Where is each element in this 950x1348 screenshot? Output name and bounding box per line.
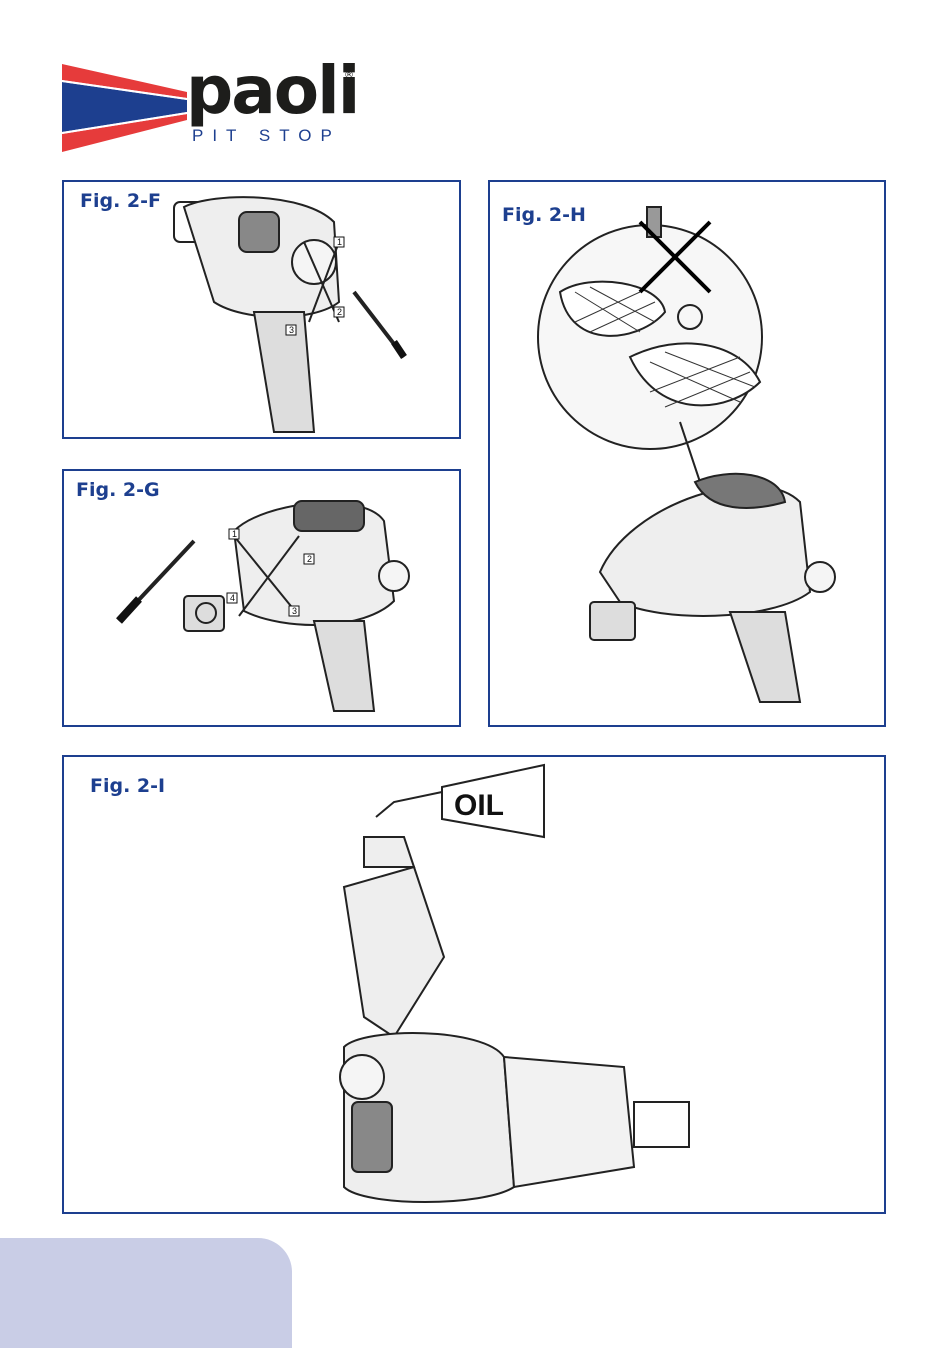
impact-wrench-front-illustration: 1 2 3 4 [64, 471, 459, 725]
callout-2: 2 [307, 554, 312, 564]
registered-mark: ® [344, 70, 354, 81]
brand-tagline: PIT STOP [192, 126, 341, 146]
callout-1: 1 [337, 237, 342, 247]
figure-2h: Fig. 2-H [488, 180, 886, 727]
logo-flag-icon [62, 62, 192, 154]
figure-2f: Fig. 2-F 1 2 3 [62, 180, 461, 439]
page-corner-tab [0, 1238, 292, 1348]
exhaust-detail-illustration [490, 182, 884, 725]
figure-2g: Fig. 2-G 1 2 3 4 [62, 469, 461, 727]
oil-label: OIL [454, 789, 504, 822]
callout-2: 2 [337, 307, 342, 317]
callout-4: 4 [230, 593, 235, 603]
oiling-illustration: OIL [64, 757, 884, 1212]
callout-1: 1 [232, 529, 237, 539]
figure-2i: Fig. 2-I OIL [62, 755, 886, 1214]
callout-3: 3 [292, 606, 297, 616]
brand-name: paoli [186, 58, 358, 124]
callout-3: 3 [289, 325, 294, 335]
paoli-logo: paoli ® PIT STOP [62, 62, 362, 154]
impact-wrench-rear-illustration: 1 2 3 [64, 182, 459, 437]
